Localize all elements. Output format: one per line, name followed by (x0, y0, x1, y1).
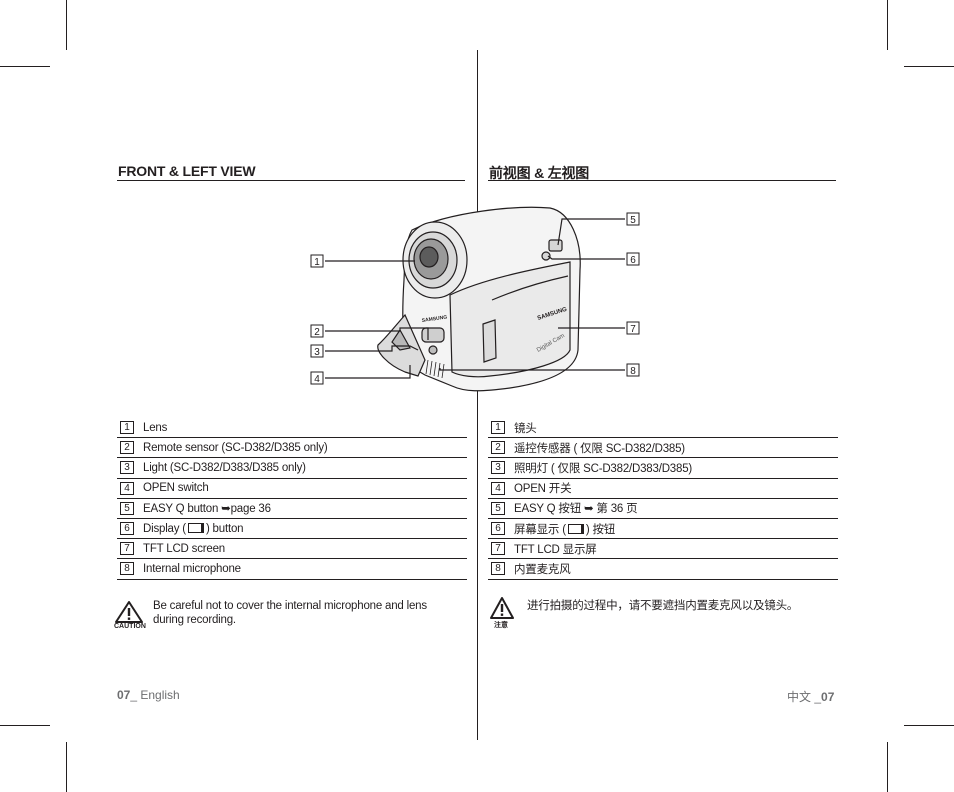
crop-mark (0, 725, 50, 726)
item-label: TFT LCD 显示屏 (514, 543, 597, 556)
item-label: Display ( ) button (143, 522, 244, 535)
item-label-start: Display ( (143, 522, 186, 535)
list-item: 8 Internal microphone (117, 559, 467, 580)
item-number: 3 (491, 461, 505, 475)
item-label: 屏幕显示 ( ) 按钮 (514, 521, 615, 537)
item-number: 7 (120, 542, 134, 556)
caution-text: Be careful not to cover the internal mic… (153, 600, 427, 626)
item-label: EASY Q button ➥page 36 (143, 503, 271, 516)
caution-text: 进行拍摄的过程中，请不要遮挡内置麦克风以及镜头。 (527, 600, 799, 612)
item-label: OPEN 开关 (514, 483, 572, 496)
parts-list-english: 1 Lens 2 Remote sensor (SC-D382/D385 only)… (117, 418, 467, 580)
crop-mark (887, 0, 888, 50)
display-icon (187, 522, 204, 533)
heading-rule (488, 180, 836, 181)
list-item: 1 镜头 (488, 418, 838, 439)
item-label: Lens (143, 421, 168, 434)
item-number: 6 (120, 522, 134, 536)
item-number: 8 (491, 562, 505, 576)
list-item: 6 Display ( ) button (117, 519, 467, 540)
parts-list-chinese: 1 镜头 2 遥控传感器 ( 仅限 SC-D382/D385) 3 照明灯 ( 仅限 … (488, 418, 838, 580)
callout-8: 8 (630, 366, 636, 377)
item-label: 照明灯 ( 仅限 SC-D382/D383/D385) (514, 462, 693, 475)
list-item: 7 TFT LCD 显示屏 (488, 539, 838, 560)
item-number: 4 (491, 481, 505, 495)
item-label: Internal microphone (143, 562, 241, 575)
caution-icon (115, 601, 143, 623)
item-number: 4 (120, 481, 134, 495)
camcorder-diagram: SAMSUNG SAMSUNG Digital Cam 1 2 3 4 5 6 … (310, 206, 640, 392)
page-footer-english: 07_ English (117, 688, 180, 702)
brand-logo-front: SAMSUNG (421, 314, 447, 324)
item-label-start: 屏幕显示 ( (514, 523, 566, 536)
column-divider (477, 50, 478, 740)
page-title-chinese: 前视图 & 左视图 (489, 165, 590, 181)
item-number: 8 (120, 562, 134, 576)
list-item: 8 内置麦克风 (488, 559, 838, 580)
item-label: 镜头 (514, 422, 537, 435)
list-item: 4 OPEN switch (117, 479, 467, 499)
display-icon (567, 523, 584, 534)
list-item: 2 遥控传感器 ( 仅限 SC-D382/D385) (488, 438, 838, 459)
item-label: TFT LCD screen (143, 542, 225, 555)
callout-3: 3 (314, 347, 320, 358)
crop-mark (887, 742, 888, 792)
page-number: 07 (821, 690, 835, 704)
caution-label: CAUTION (114, 623, 146, 630)
callout-2: 2 (314, 327, 320, 338)
page-number: 07 (117, 688, 131, 702)
item-number: 5 (120, 501, 134, 515)
item-number: 3 (120, 461, 134, 475)
footer-language: 中文 _ (787, 690, 822, 704)
item-label: Light (SC-D382/D383/D385 only) (143, 461, 306, 474)
item-label-end: ) 按钮 (585, 523, 616, 536)
crop-mark (0, 66, 50, 67)
item-number: 2 (120, 441, 134, 455)
item-label: 遥控传感器 ( 仅限 SC-D382/D385) (514, 442, 685, 455)
list-item: 3 照明灯 ( 仅限 SC-D382/D383/D385) (488, 458, 838, 479)
item-label: 内置麦克风 (514, 563, 571, 576)
crop-mark (66, 0, 67, 50)
callout-7: 7 (630, 324, 636, 335)
list-item: 3 Light (SC-D382/D383/D385 only) (117, 458, 467, 479)
item-number: 1 (491, 421, 505, 435)
footer-language: _ English (130, 688, 180, 702)
page-footer-chinese: 中文 _07 (787, 688, 834, 705)
list-item: 2 Remote sensor (SC-D382/D385 only) (117, 438, 467, 459)
item-number: 1 (120, 421, 134, 435)
crop-mark (904, 66, 954, 67)
caution-icon (490, 597, 514, 619)
list-item: 6 屏幕显示 ( ) 按钮 (488, 519, 838, 540)
item-number: 5 (491, 501, 505, 515)
list-item: 4 OPEN 开关 (488, 479, 838, 499)
item-label: EASY Q 按钮 ➥ 第 36 页 (514, 503, 638, 516)
item-label-end: ) button (205, 522, 244, 535)
callout-4: 4 (314, 374, 320, 385)
page-title-english: FRONT & LEFT VIEW (118, 163, 256, 179)
heading-rule (117, 180, 465, 181)
caution-label: 注意 (494, 622, 508, 629)
callout-5: 5 (630, 215, 636, 226)
crop-mark (904, 725, 954, 726)
item-label: Remote sensor (SC-D382/D385 only) (143, 441, 328, 454)
item-label: OPEN switch (143, 482, 209, 495)
list-item: 1 Lens (117, 418, 467, 439)
callout-1: 1 (314, 257, 320, 268)
item-number: 7 (491, 542, 505, 556)
list-item: 7 TFT LCD screen (117, 539, 467, 560)
item-number: 2 (491, 441, 505, 455)
callout-6: 6 (630, 255, 636, 266)
list-item: 5 EASY Q 按钮 ➥ 第 36 页 (488, 499, 838, 519)
crop-mark (66, 742, 67, 792)
item-number: 6 (491, 522, 505, 536)
list-item: 5 EASY Q button ➥page 36 (117, 499, 467, 519)
